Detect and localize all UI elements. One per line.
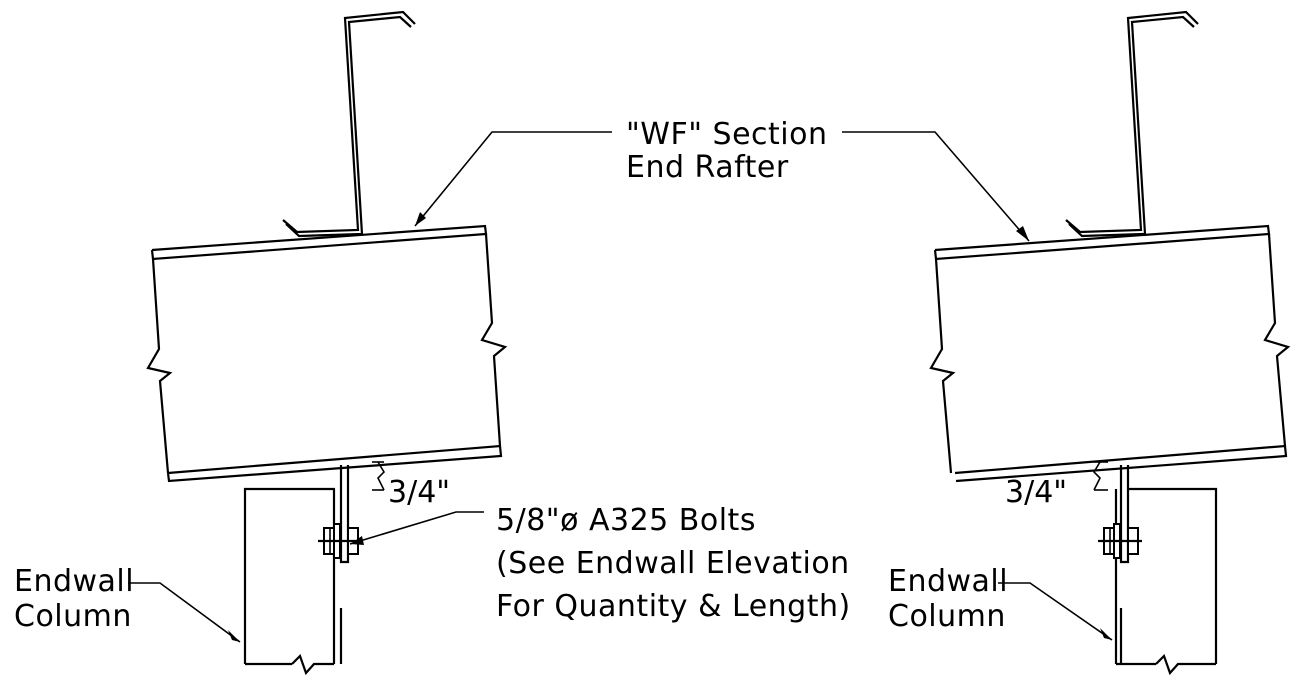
column-leader-left xyxy=(128,582,241,643)
right-column xyxy=(1114,487,1218,676)
bolt-leader-arrow xyxy=(350,536,364,545)
column-left-label-line1: Endwall xyxy=(14,564,134,599)
column-leader-left-arrow xyxy=(228,630,240,642)
right-clip-plate xyxy=(1119,465,1130,664)
right-rafter xyxy=(929,224,1291,483)
right-gap-label: 3/4" xyxy=(1005,475,1067,510)
rafter-leader-left xyxy=(414,131,612,227)
column-left-label-line2: Column xyxy=(14,599,132,634)
left-column xyxy=(243,487,336,676)
rafter-label-line1: "WF" Section xyxy=(626,117,828,152)
left-clip-plate xyxy=(339,465,350,664)
left-purlin xyxy=(282,10,416,238)
right-gap-dimension xyxy=(1092,461,1108,491)
rafter-leader-left-arrow xyxy=(415,212,426,226)
left-rafter xyxy=(146,224,508,483)
left-detail: 3/4" xyxy=(128,10,612,676)
column-right-label-line1: Endwall xyxy=(888,564,1008,599)
left-gap-dimension xyxy=(372,461,386,491)
right-bolt xyxy=(1098,523,1142,559)
bolt-leader xyxy=(349,511,484,545)
right-detail: 3/4" xyxy=(842,10,1291,676)
column-right-label-line2: Column xyxy=(888,599,1006,634)
rafter-label-line2: End Rafter xyxy=(626,150,789,185)
bolts-label-line1: 5/8"ø A325 Bolts xyxy=(496,503,756,538)
rafter-leader-right xyxy=(842,131,1030,242)
rafter-leader-right-arrow xyxy=(1016,226,1029,241)
left-gap-label: 3/4" xyxy=(388,475,450,510)
column-leader-right-arrow xyxy=(1100,628,1112,640)
right-purlin xyxy=(1065,10,1199,238)
column-leader-right xyxy=(998,582,1113,641)
bolts-label-line2: (See Endwall Elevation xyxy=(496,546,850,581)
bolts-label-line3: For Quantity & Length) xyxy=(496,589,851,624)
labels: "WF" Section End Rafter 5/8"ø A325 Bolts… xyxy=(14,117,1008,634)
